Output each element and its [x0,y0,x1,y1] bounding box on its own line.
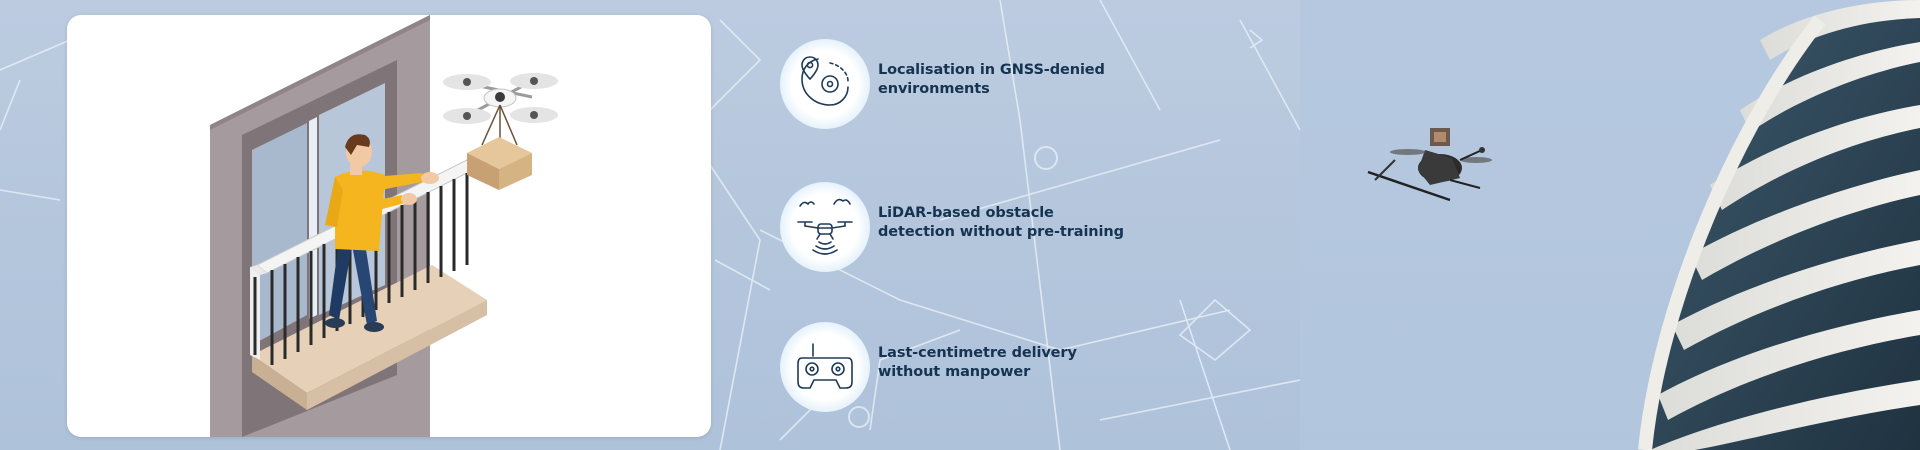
lidar-badge [780,182,870,272]
delivery-badge [780,322,870,412]
drone-lidar-icon [797,198,853,255]
localisation-badge [780,39,870,129]
delivery-drone [443,73,558,366]
feature-line: Last-centimetre delivery [878,345,1077,361]
feature-line: environments [878,81,990,97]
feature-line: without manpower [878,364,1031,380]
flying-drone [1367,128,1492,202]
person-figure [325,134,439,332]
feature-line: detection without pre-training [878,224,1124,240]
feature-localisation: Localisation in GNSS-denied environments [780,39,1140,129]
building-drone-photo [1300,0,1920,450]
feature-line: LiDAR-based obstacle [878,205,1054,221]
feature-lidar-label: LiDAR-based obstacle detection without p… [878,204,1158,242]
feature-line: Localisation in GNSS-denied [878,62,1105,78]
feature-delivery-label: Last-centimetre delivery without manpowe… [878,344,1158,382]
feature-lidar: LiDAR-based obstacle detection without p… [780,182,1140,272]
balcony-delivery-illustration [210,15,558,437]
feature-localisation-label: Localisation in GNSS-denied environments [878,61,1158,99]
location-orbit-icon [801,56,849,106]
delivery-illustration-card [67,15,711,437]
remote-controller-icon [797,343,853,389]
feature-delivery: Last-centimetre delivery without manpowe… [780,322,1140,412]
